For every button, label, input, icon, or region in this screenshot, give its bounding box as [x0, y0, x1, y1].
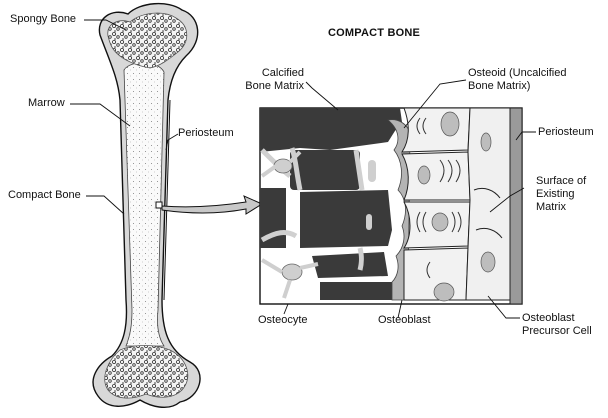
label-periosteum-left: Periosteum	[178, 127, 234, 140]
label-surface-2: Existing	[536, 188, 575, 201]
diagram-title: COMPACT BONE	[328, 27, 420, 40]
label-calcified-2: Bone Matrix	[228, 80, 304, 93]
osteocyte-2	[282, 264, 302, 280]
label-surface-1: Surface of	[536, 175, 586, 188]
label-periosteum-right: Periosteum	[538, 126, 594, 139]
long-bone	[93, 4, 200, 408]
periosteum-strip	[510, 108, 522, 304]
label-calcified-1: Calcified	[228, 67, 304, 80]
label-osteoid-1: Osteoid (Uncalcified	[468, 67, 566, 80]
label-spongy-bone: Spongy Bone	[10, 13, 76, 26]
label-osteoblast: Osteoblast	[378, 314, 431, 327]
label-compact-bone: Compact Bone	[8, 189, 81, 202]
label-precursor-1: Osteoblast	[522, 312, 575, 325]
label-marrow: Marrow	[28, 97, 65, 110]
sample-square	[156, 202, 162, 208]
label-precursor-2: Precursor Cell	[522, 325, 592, 338]
label-osteoid-2: Bone Matrix)	[468, 80, 530, 93]
osteoblast-cells	[402, 108, 470, 300]
compact-bone-detail	[260, 108, 522, 304]
label-osteocyte: Osteocyte	[258, 314, 308, 327]
label-surface-3: Matrix	[536, 201, 566, 214]
zoom-arrow	[162, 196, 262, 214]
spongy-bone-bottom	[105, 346, 188, 399]
